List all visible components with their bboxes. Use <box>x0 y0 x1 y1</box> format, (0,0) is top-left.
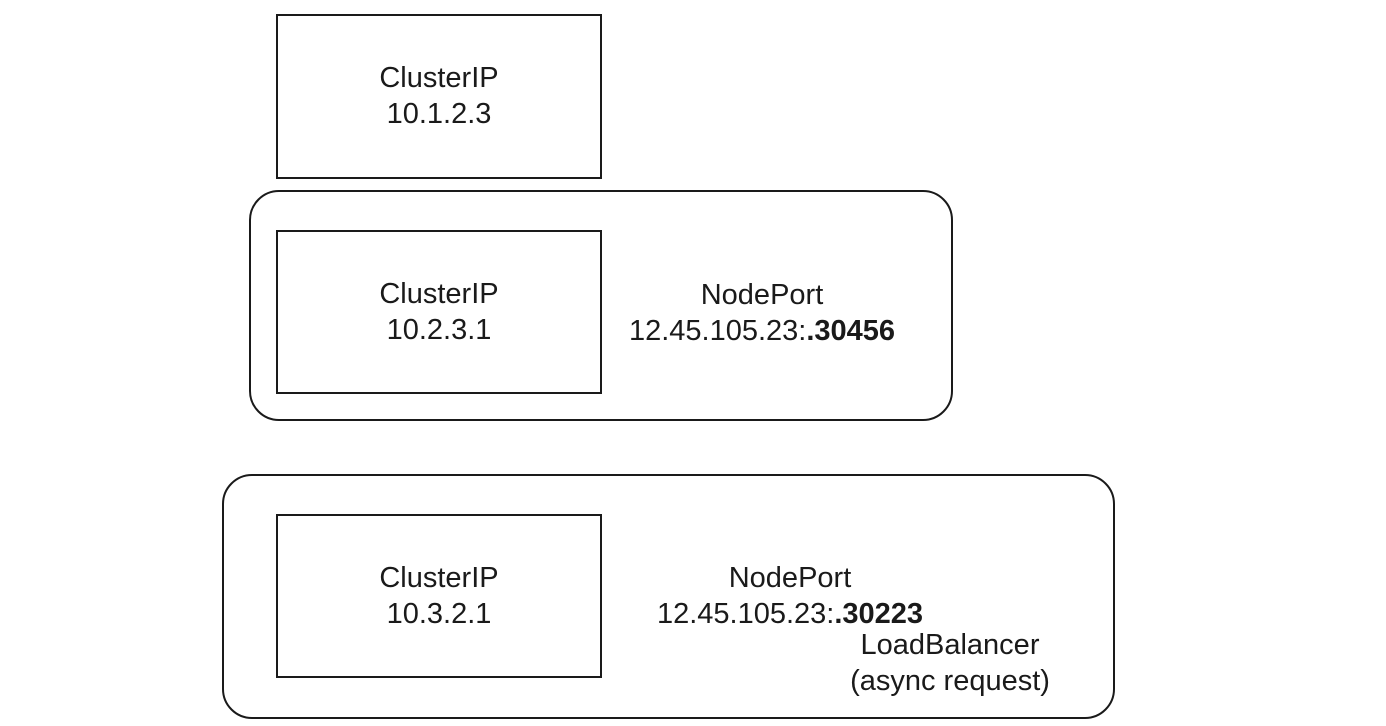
loadbalancer-note: (async request) <box>850 665 1050 697</box>
nodeport-1-title: NodePort <box>700 279 824 311</box>
clusterip-2-label: ClusterIP 10.2.3.1 <box>276 276 602 348</box>
clusterip-2-title: ClusterIP <box>379 278 499 310</box>
nodeport-2-label: NodePort 12.45.105.23:.30223 <box>632 560 948 632</box>
nodeport-2-title: NodePort <box>728 562 852 594</box>
nodeport-2-address-prefix: 12.45.105.23: <box>656 598 835 630</box>
nodeport-2-address: 12.45.105.23:.30223 <box>632 596 948 632</box>
clusterip-box-1 <box>276 14 602 179</box>
clusterip-1-ip: 10.1.2.3 <box>386 98 492 130</box>
clusterip-3-label: ClusterIP 10.3.2.1 <box>276 560 602 632</box>
clusterip-box-2 <box>276 230 602 394</box>
loadbalancer-label: LoadBalancer (async request) <box>830 627 1070 699</box>
nodeport-1-port: .30456 <box>806 315 896 347</box>
clusterip-3-title: ClusterIP <box>379 562 499 594</box>
clusterip-2-ip: 10.2.3.1 <box>386 314 492 346</box>
clusterip-1-title: ClusterIP <box>379 62 499 94</box>
clusterip-1-label: ClusterIP 10.1.2.3 <box>276 60 602 132</box>
loadbalancer-title: LoadBalancer <box>860 629 1040 661</box>
nodeport-2-port: .30223 <box>834 598 924 630</box>
nodeport-1-address-prefix: 12.45.105.23: <box>628 315 807 347</box>
clusterip-box-3 <box>276 514 602 678</box>
clusterip-3-ip: 10.3.2.1 <box>386 598 492 630</box>
nodeport-1-address: 12.45.105.23:.30456 <box>604 313 920 349</box>
nodeport-1-label: NodePort 12.45.105.23:.30456 <box>604 277 920 349</box>
